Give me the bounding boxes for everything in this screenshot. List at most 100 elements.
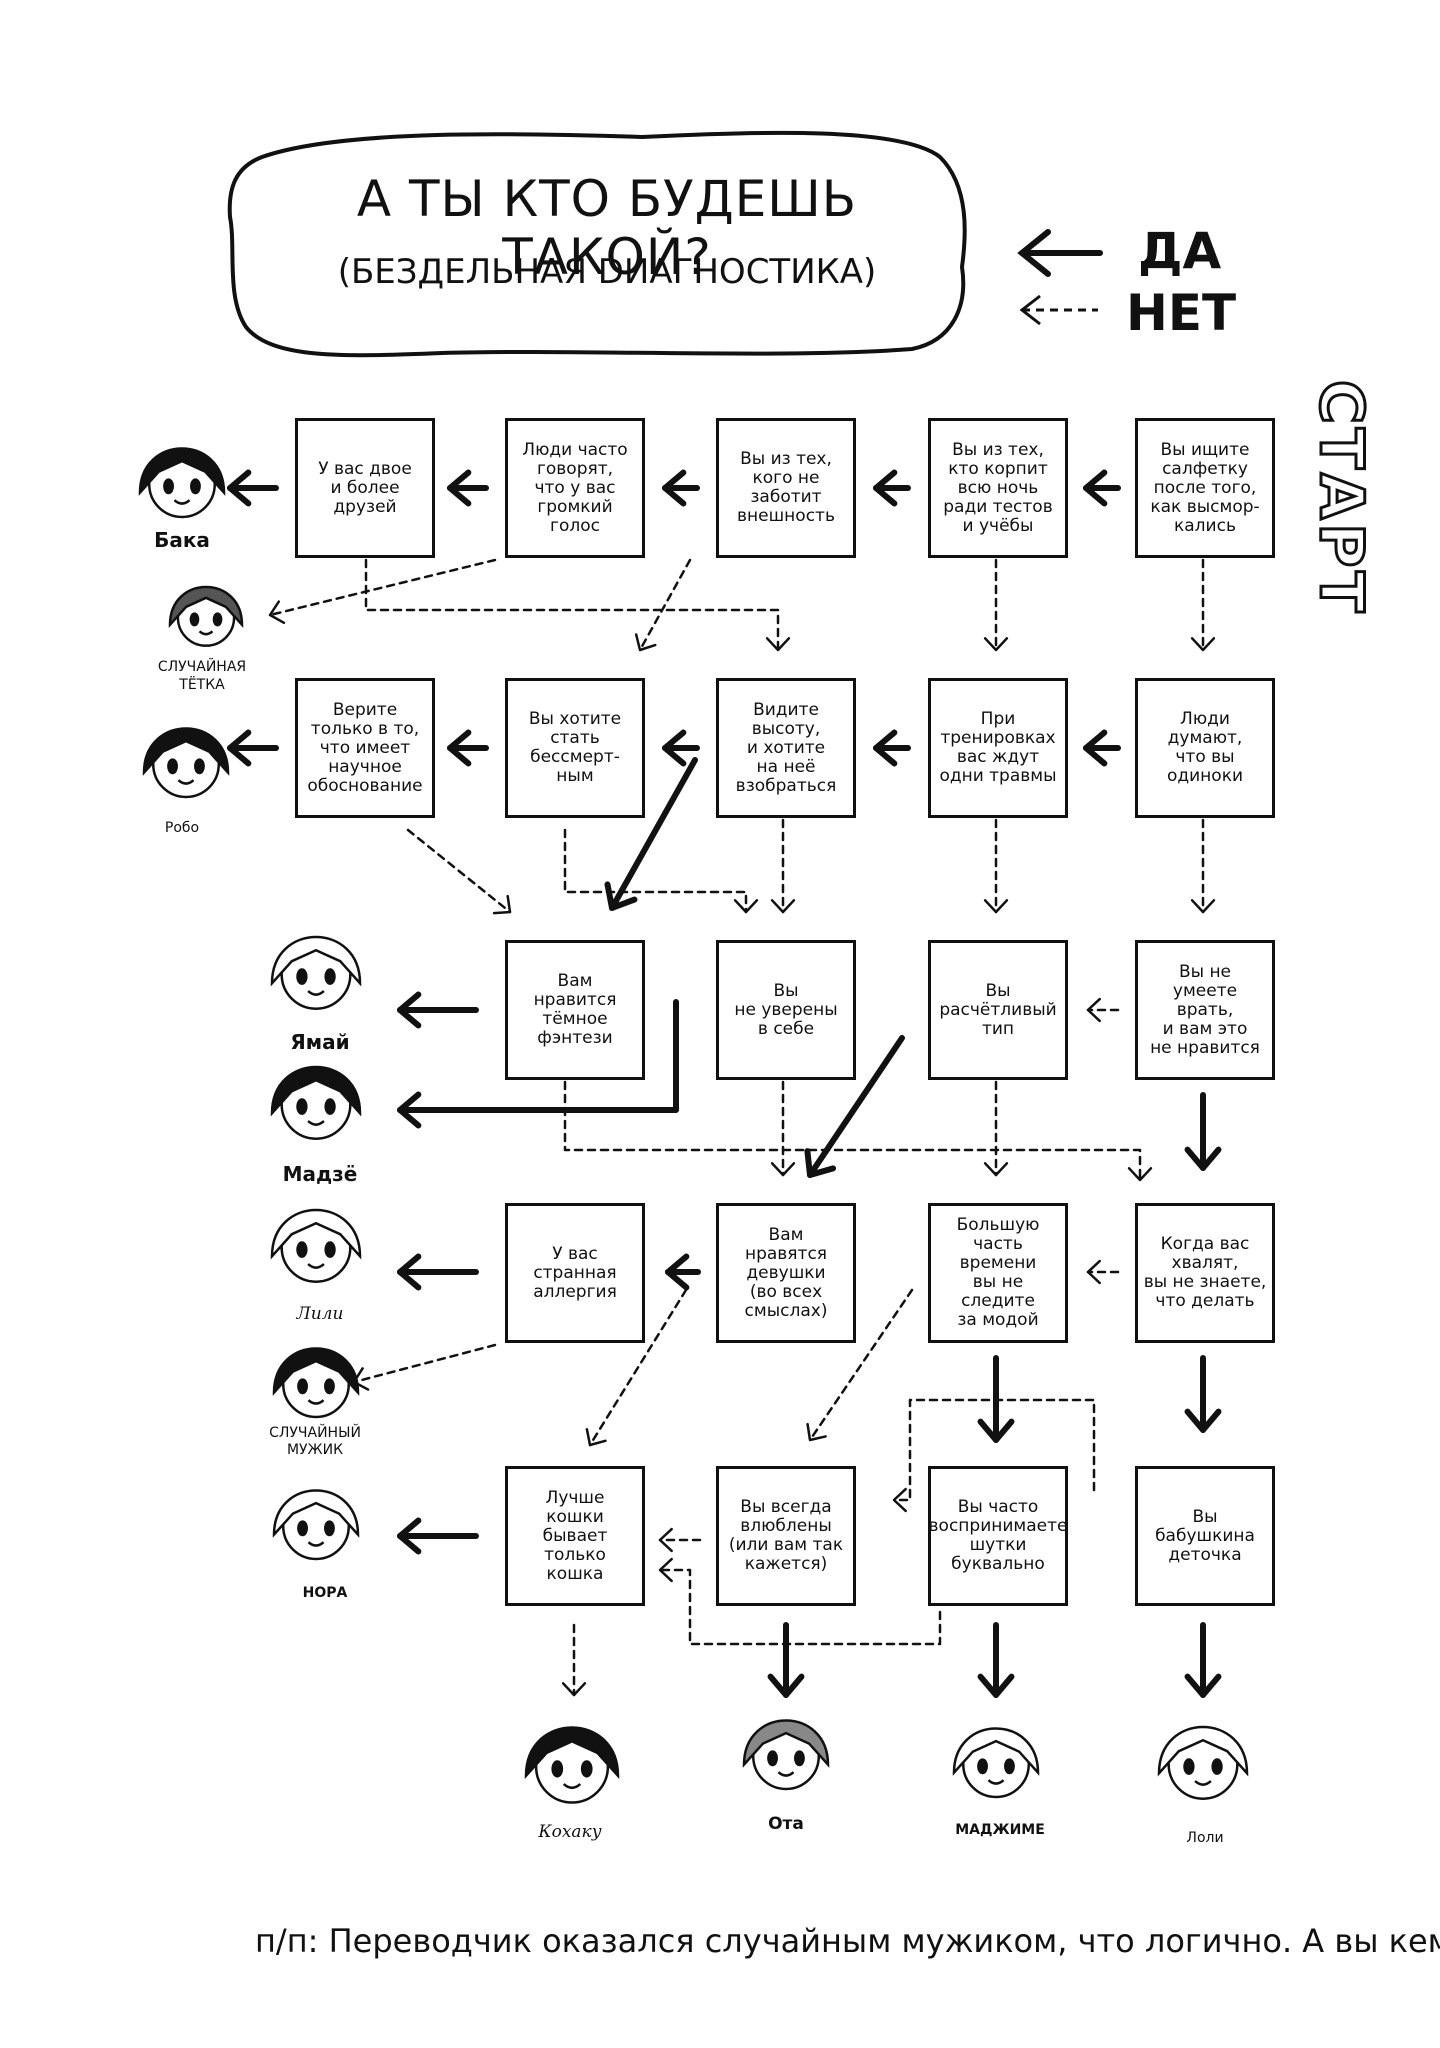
legend-no-arrowhead xyxy=(1019,294,1041,326)
no-arrowhead xyxy=(492,894,512,915)
avatar-muzhik xyxy=(272,1347,360,1419)
avatar-majime xyxy=(952,1727,1040,1799)
character-name-baka: Бака xyxy=(154,528,210,552)
yes-arrowhead xyxy=(604,881,638,911)
question-text: Вы из тех, кто корпит всю ночь ради тест… xyxy=(943,439,1053,536)
character-name-muzhik: СЛУЧАЙНЫЙ МУЖИК xyxy=(269,1425,361,1458)
question-box-q7: При тренировках вас ждут одни травмы xyxy=(928,678,1068,818)
question-box-q14: Вам нравится тёмное фэнтези xyxy=(505,940,645,1080)
avatar-lili xyxy=(270,1208,362,1283)
question-box-q10: Верите только в то, что имеет научное об… xyxy=(295,678,435,818)
no-arrowhead xyxy=(983,899,1009,914)
legend-yes-arrow xyxy=(1017,229,1103,277)
character-name-madze: Мадзё xyxy=(282,1162,358,1186)
avatar-kohaku xyxy=(524,1726,620,1804)
question-box-q13: Вы не уверены в себе xyxy=(716,940,856,1080)
no-arrow xyxy=(563,1080,1142,1182)
question-box-q4: Люди часто говорят, что у вас громкий го… xyxy=(505,418,645,558)
character-name-lili: Лили xyxy=(296,1304,344,1324)
no-arrowhead xyxy=(585,1428,607,1447)
question-box-q22: Лучше кошки бывает только кошка xyxy=(505,1466,645,1606)
avatar-robo xyxy=(142,727,230,799)
question-box-q19: Вы бабушкина деточка xyxy=(1135,1466,1275,1606)
question-text: Вы не умеете врать, и вам это не нравитс… xyxy=(1150,961,1260,1058)
yes-arrowhead xyxy=(447,729,472,767)
question-text: Вы не уверены в себе xyxy=(734,980,838,1039)
yes-arrowhead xyxy=(1184,1408,1222,1433)
no-arrow xyxy=(352,1343,497,1384)
question-box-q12: Вы расчётливый тип xyxy=(928,940,1068,1080)
yes-arrowhead xyxy=(1083,729,1108,767)
no-arrowhead xyxy=(658,1527,673,1553)
no-arrow xyxy=(268,558,497,617)
yes-arrowhead xyxy=(227,729,252,767)
question-text: Вам нравятся девушки (во всех смыслах) xyxy=(744,1224,828,1321)
no-arrowhead xyxy=(1190,637,1216,652)
avatar-baka xyxy=(138,447,226,519)
yes-arrowhead xyxy=(977,1418,1015,1443)
question-text: При тренировках вас ждут одни травмы xyxy=(939,709,1057,786)
avatar-yamai xyxy=(270,935,362,1010)
question-box-q1: Вы ищите салфетку после того, как высмор… xyxy=(1135,418,1275,558)
yes-arrowhead xyxy=(804,1148,837,1178)
legend-no-label: НЕТ xyxy=(1126,284,1237,342)
character-name-robo: Робо xyxy=(164,820,200,836)
no-arrowhead xyxy=(658,1557,673,1583)
yes-arrowhead xyxy=(447,469,472,507)
no-arrowhead xyxy=(892,1487,907,1513)
start-label: СТАРТ xyxy=(1305,379,1378,618)
question-box-q11: Вы не умеете врать, и вам это не нравитс… xyxy=(1135,940,1275,1080)
page-title: А ТЫ КТО БУДЕШЬ ТАКОЙ? xyxy=(356,170,858,286)
character-name-ota: Ота xyxy=(768,1814,804,1834)
yes-arrowhead xyxy=(397,1091,422,1129)
yes-arrowhead xyxy=(873,729,898,767)
question-text: Вы часто воспринимаете шутки буквально xyxy=(928,1497,1068,1574)
question-text: Вы бабушкина деточка xyxy=(1155,1506,1255,1565)
question-box-q17: Вам нравятся девушки (во всех смыслах) xyxy=(716,1203,856,1343)
no-arrowhead xyxy=(634,633,657,652)
yes-arrowhead xyxy=(662,469,687,507)
no-arrowhead xyxy=(1190,899,1216,914)
question-box-q21: Вы всегда влюблены (или вам так кажется) xyxy=(716,1466,856,1606)
no-arrow xyxy=(563,828,748,914)
question-box-q16: Большую часть времени вы не следите за м… xyxy=(928,1203,1068,1343)
title-cloud-shape xyxy=(227,130,967,358)
yes-arrowhead xyxy=(1083,469,1108,507)
question-text: Вам нравится тёмное фэнтези xyxy=(533,971,617,1048)
no-arrowhead xyxy=(1086,997,1101,1023)
question-text: Вы расчётливый тип xyxy=(939,980,1057,1039)
legend-yes-label: ДА xyxy=(1138,222,1222,280)
question-text: Вы из тех, кого не заботит внешность xyxy=(737,449,835,526)
character-name-kohaku: Кохаку xyxy=(538,1822,602,1842)
no-arrowhead xyxy=(983,1162,1009,1177)
question-text: Люди думают, что вы одиноки xyxy=(1166,709,1244,786)
avatar-nora xyxy=(272,1489,360,1561)
no-arrowhead xyxy=(765,637,791,652)
avatar-madze xyxy=(270,1065,362,1140)
yes-arrowhead xyxy=(397,991,422,1029)
no-arrowhead xyxy=(268,600,286,625)
no-arrow xyxy=(638,558,692,652)
question-text: Люди часто говорят, что у вас громкий го… xyxy=(522,439,628,536)
question-text: Видите высоту, и хотите на неё взобратьс… xyxy=(735,699,837,796)
character-name-yamai: Ямай xyxy=(290,1030,350,1054)
yes-arrowhead xyxy=(1184,1673,1222,1698)
question-text: Большую часть времени вы не следите за м… xyxy=(956,1215,1040,1330)
avatar-tetka xyxy=(168,585,244,647)
no-arrowhead xyxy=(770,899,796,914)
no-arrowhead xyxy=(1086,1259,1101,1285)
question-text: Вы всегда влюблены (или вам так кажется) xyxy=(728,1497,844,1574)
no-arrowhead xyxy=(733,899,759,914)
yes-arrowhead xyxy=(662,729,687,767)
question-box-q15: Когда вас хвалят, вы не знаете, что дела… xyxy=(1135,1203,1275,1343)
yes-arrowhead xyxy=(977,1673,1015,1698)
question-text: У вас странная аллергия xyxy=(533,1243,617,1302)
question-text: Вы хотите стать бессмерт- ным xyxy=(528,709,622,786)
no-arrowhead xyxy=(1127,1167,1153,1182)
yes-arrowhead xyxy=(397,1253,422,1291)
character-name-nora: НОРА xyxy=(302,1585,348,1601)
no-arrowhead xyxy=(352,1367,370,1391)
no-arrowhead xyxy=(770,1162,796,1177)
no-arrow xyxy=(406,828,512,914)
